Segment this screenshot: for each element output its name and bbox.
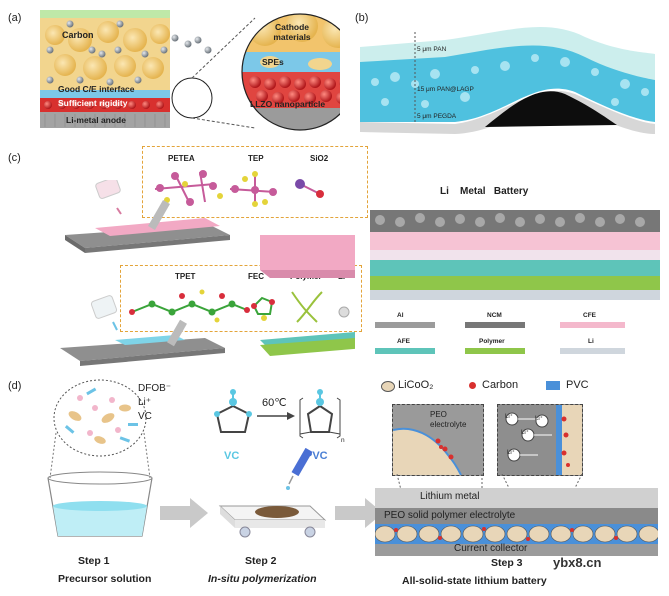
llzo-particles <box>44 101 164 109</box>
legend-afe: AFE <box>397 338 410 345</box>
panel-b-illustration <box>360 27 655 134</box>
label-current-collector: Current collector <box>454 543 528 554</box>
legend-carbon: Carbon <box>482 379 519 391</box>
vc-pvc-reaction <box>214 389 341 439</box>
label-temperature: 60℃ <box>262 397 287 409</box>
molecule-petea: PETEA <box>168 154 195 163</box>
li-ion-marker-1: Li⁺ <box>505 414 513 420</box>
carbon-particles <box>46 20 212 86</box>
label-cathode-materials: Cathode materials <box>273 22 311 42</box>
label-vc: VC <box>138 411 152 422</box>
caption-polymerization: In-situ polymerization <box>208 573 317 585</box>
legend-carbon-swatch <box>469 382 476 389</box>
swatch-afe <box>375 348 435 354</box>
swatch-li <box>560 348 625 354</box>
label-pegda: 5 μm PEGDA <box>417 113 457 120</box>
legend-al: Al <box>397 312 404 319</box>
legend-licoo2-swatch <box>381 381 395 392</box>
label-vc-molecule: VC <box>224 450 240 462</box>
layer-peo-spe <box>375 508 658 526</box>
top-molecule-box <box>142 146 368 218</box>
label-pan-lagp: 15 μm PAN@LAGP <box>417 86 474 93</box>
panel-d-letter: (d) <box>8 380 22 392</box>
label-peo-electrolyte: PEO electrolyte <box>430 410 467 429</box>
battery-title: Li Metal Battery <box>440 186 529 197</box>
top-molecules-structures <box>154 170 324 207</box>
panel-a-letter: (a) <box>8 12 22 24</box>
panel-b-letter: (b) <box>355 12 369 24</box>
molecule-tpet: TPET <box>175 272 196 281</box>
inset-right <box>497 404 583 476</box>
label-n-subscript: n <box>341 437 345 444</box>
legend-pvc-swatch <box>546 381 560 390</box>
li-ion-marker-3: Li⁺ <box>507 450 515 456</box>
molecule-sio2: SiO2 <box>310 154 329 163</box>
li-ion-marker-2: Li⁺ <box>521 430 529 436</box>
legend-li: Li <box>588 338 594 345</box>
cathode-particles-layer <box>375 524 658 544</box>
swatch-cfe <box>560 322 625 328</box>
swatch-polymer <box>465 348 525 354</box>
cathode-bubbles <box>45 21 170 80</box>
molecule-fec: FEC <box>248 272 264 281</box>
watermark: ybx8.cn <box>553 555 602 570</box>
polymerization-setup <box>218 448 327 538</box>
arrow-step2-icon <box>335 498 383 528</box>
layer-lithium-metal <box>375 488 658 508</box>
step-1-label: Step 1 <box>78 555 110 567</box>
inset-left-illustration <box>393 427 462 475</box>
label-carbon: Carbon <box>62 30 94 40</box>
caption-battery: All-solid-state lithium battery <box>402 575 547 587</box>
caption-precursor: Precursor solution <box>58 573 152 585</box>
step-2-label: Step 2 <box>245 555 277 567</box>
legend-cfe: CFE <box>583 312 596 319</box>
label-dfob: DFOB⁻ <box>138 383 172 394</box>
panel-a-illustration <box>40 10 340 131</box>
label-peo-spe: PEO solid polymer electrolyte <box>384 510 516 521</box>
swatch-ncm <box>465 322 525 328</box>
battery-legend: Al NCM CFE AFE Polymer Li <box>375 312 660 362</box>
label-rigidity: Sufficient rigidity <box>58 98 128 108</box>
molecule-tep: TEP <box>248 154 264 163</box>
label-spes: SPEs <box>262 57 284 67</box>
legend-polymer: Polymer <box>479 338 505 345</box>
label-llzo: LLZO nanoparticle <box>250 99 326 109</box>
legend-licoo2: LiCoO₂ <box>398 379 434 391</box>
li-ion-marker-4: Li⁺ <box>535 416 543 422</box>
legend-pvc: PVC <box>566 379 589 391</box>
swatch-al <box>375 322 435 328</box>
top-green-layer <box>40 10 170 18</box>
label-anode: Li-metal anode <box>66 115 126 125</box>
label-pan: 5 μm PAN <box>417 46 447 53</box>
bottom-molecules-structures <box>129 289 350 323</box>
panel-c-process-illustration <box>60 180 355 366</box>
inset-right-illustration <box>505 405 582 475</box>
step-3-label: Step 3 <box>491 557 523 569</box>
precursor-beaker <box>47 379 153 537</box>
label-interface: Good C/E interface <box>58 84 135 94</box>
label-lithium-metal: Lithium metal <box>420 491 480 502</box>
inset-left <box>392 404 484 476</box>
battery-stack <box>370 210 660 300</box>
legend-ncm: NCM <box>487 312 502 319</box>
bottom-molecule-box <box>120 265 362 332</box>
arrow-step1-icon <box>160 498 208 528</box>
label-li-ion: Li⁺ <box>138 397 152 408</box>
panel-c-letter: (c) <box>8 152 21 164</box>
layer-current-collector <box>375 544 658 556</box>
spe-layer <box>40 90 170 98</box>
